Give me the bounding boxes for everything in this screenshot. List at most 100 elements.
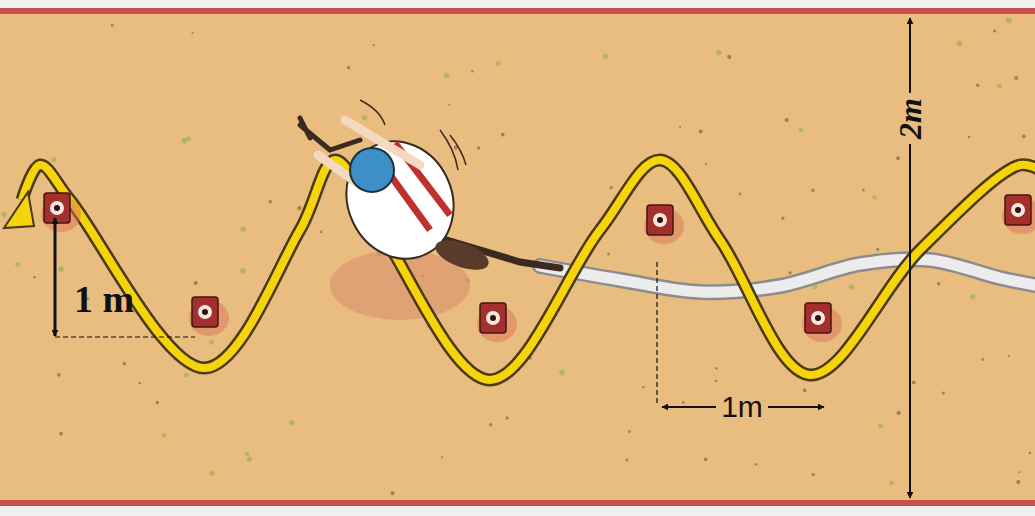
ground-speck [682,401,685,404]
ground-speck [269,200,273,204]
ground-speck [501,133,505,137]
ground-speck [755,463,758,466]
cone-top [50,201,64,215]
ground-speck [811,189,814,192]
ground-speck [347,66,351,70]
ground-speck [156,401,159,404]
ground-speck [139,382,141,384]
ground-speck [876,248,879,251]
ground-speck [489,423,492,426]
ground-speck [240,226,246,232]
ground-speck [319,231,322,234]
cone [1002,195,1035,234]
ground-speck [997,84,1002,89]
ground-speck [716,50,721,55]
ground-speck [889,481,893,485]
ground-speck [33,276,36,279]
helmet [350,148,394,192]
ground-speck [559,370,565,376]
ground-speck [968,136,971,139]
ground-speck [240,268,245,273]
cone-hole [1015,207,1021,213]
ground-speck [897,411,901,415]
ground-speck [862,189,865,192]
dimension-arrow [54,218,57,336]
ground-speck [872,195,877,200]
ground-speck [982,358,985,361]
ground-speck [444,73,450,79]
ground-speck [727,55,731,59]
ground-speck [912,381,916,385]
ground-speck [372,44,374,46]
ground-speck [1018,471,1020,473]
dimension-arrow [909,18,911,498]
ground-speck [993,29,996,32]
ground-speck [607,253,610,256]
ground-speck [194,281,198,285]
ground-speck [477,146,480,149]
ground-speck [191,32,193,34]
cone-base [480,303,506,333]
ground-speck [788,271,791,274]
dimension-leader [656,262,657,405]
path-arrow-head [4,192,34,228]
ground-speck [247,456,252,461]
cone-top [486,311,500,325]
ground-speck [705,163,707,165]
ground-speck [362,115,367,120]
ground-speck [123,362,127,366]
ground-speck [15,262,20,267]
rider-leg [432,234,493,276]
cone-hole [490,315,496,321]
ground-speck [704,457,708,461]
ground-speck [715,380,718,383]
ground-speck [1014,76,1018,80]
ground-speck [957,41,962,46]
dimension-label: 1 m [69,275,139,323]
ground-speck [209,340,214,345]
dimension-label: 2m [889,93,930,144]
ground-speck [679,126,681,128]
ground-speck [186,136,191,141]
ground-speck [506,416,509,419]
ground-speck [57,373,61,377]
ground-speck [937,282,940,285]
cone [477,303,517,342]
ground-speck [297,206,301,210]
ground-speck [1006,17,1012,23]
ground-speck [813,285,817,289]
cone-hole [202,309,208,315]
track-border [0,500,1035,506]
cone-top [198,305,212,319]
ground-speck [1022,135,1026,139]
ground-speck [245,452,249,456]
cones [41,193,1035,342]
cone-base [805,303,831,333]
ground-speck [699,130,703,134]
cone-base [44,193,70,223]
ground-speck [603,54,608,59]
ground-speck [209,471,214,476]
ground-speck [610,186,613,189]
slalom-path-outline [22,160,1035,380]
ground-speck [496,61,501,66]
ground-speck [471,70,473,72]
ground-speck [642,386,644,388]
ground-speck [58,266,64,272]
cyclist [300,100,560,276]
ground-speck [51,157,56,162]
ground-speck [976,84,979,87]
ground-speck [111,24,114,27]
ground-speck [849,285,854,290]
ground-speck [1029,451,1032,454]
ground-speck [799,128,804,133]
ground-speck [628,430,631,433]
ground-speck [184,373,189,378]
track-border [0,8,1035,14]
ground-speck [715,367,718,370]
ground-speck [970,294,975,299]
motion-lines [360,100,466,170]
cone-base [192,297,218,327]
